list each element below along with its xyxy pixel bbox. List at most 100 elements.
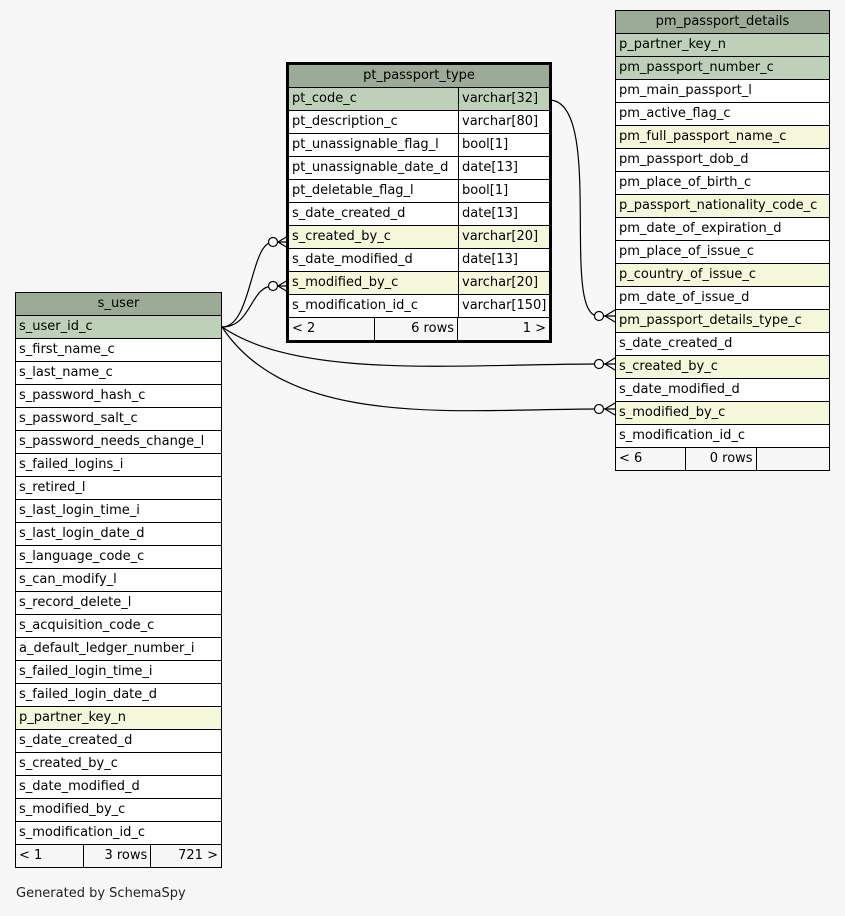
table-title: s_user — [16, 293, 221, 316]
column-row[interactable]: s_date_created_d — [16, 730, 221, 753]
column-row[interactable]: pm_passport_details_type_c — [616, 310, 829, 333]
column-row[interactable]: pm_date_of_issue_d — [616, 287, 829, 310]
column-row[interactable]: pt_unassignable_date_d date[13] — [289, 157, 549, 180]
column-row[interactable]: s_failed_login_date_d — [16, 684, 221, 707]
column-row[interactable]: pm_passport_dob_d — [616, 149, 829, 172]
column-row[interactable]: pm_date_of_expiration_d — [616, 218, 829, 241]
column-row[interactable]: pm_active_flag_c — [616, 103, 829, 126]
column-type: date[13] — [458, 249, 549, 271]
table-title: pt_passport_type — [289, 65, 549, 88]
relation-optional-marker — [267, 280, 279, 292]
column-name: pm_date_of_expiration_d — [619, 221, 782, 236]
column-row[interactable]: s_password_salt_c — [16, 408, 221, 431]
column-name: pt_description_c — [292, 114, 398, 129]
column-name: p_passport_nationality_code_c — [619, 198, 818, 213]
column-row[interactable]: s_acquisition_code_c — [16, 615, 221, 638]
column-row[interactable]: s_retired_l — [16, 477, 221, 500]
column-row[interactable]: pm_place_of_birth_c — [616, 172, 829, 195]
column-name: s_last_login_date_d — [19, 526, 145, 541]
column-row[interactable]: s_failed_logins_i — [16, 454, 221, 477]
column-row[interactable]: s_last_login_time_i — [16, 500, 221, 523]
column-row[interactable]: s_date_created_d — [616, 333, 829, 356]
column-row[interactable]: s_last_name_c — [16, 362, 221, 385]
parent-count: < 2 — [289, 318, 375, 340]
column-row[interactable]: s_password_hash_c — [16, 385, 221, 408]
column-name: a_default_ledger_number_i — [19, 641, 195, 656]
column-row[interactable]: s_password_needs_change_l — [16, 431, 221, 454]
column-row[interactable]: p_passport_nationality_code_c — [616, 195, 829, 218]
column-name: s_modified_by_c — [19, 802, 126, 817]
column-type: varchar[20] — [458, 226, 549, 248]
column-name: s_can_modify_l — [19, 572, 117, 587]
column-name: s_last_login_time_i — [19, 503, 140, 518]
column-row[interactable]: s_record_delete_l — [16, 592, 221, 615]
parent-count: < 1 — [16, 845, 84, 867]
generated-by-label: Generated by SchemaSpy — [16, 886, 186, 901]
column-row[interactable]: s_failed_login_time_i — [16, 661, 221, 684]
relation-optional-marker — [593, 358, 605, 370]
column-row[interactable]: s_date_modified_d date[13] — [289, 249, 549, 272]
column-name: s_modified_by_c — [619, 405, 726, 420]
row-count: 0 rows — [686, 448, 757, 470]
column-row[interactable]: s_date_modified_d — [616, 379, 829, 402]
child-count: 1 > — [522, 321, 546, 336]
column-name: pm_active_flag_c — [619, 106, 731, 121]
column-row[interactable]: a_default_ledger_number_i — [16, 638, 221, 661]
column-row[interactable]: s_modification_id_c varchar[150] — [289, 295, 549, 318]
column-name: s_date_modified_d — [19, 779, 140, 794]
column-row[interactable]: s_language_code_c — [16, 546, 221, 569]
column-name: s_date_modified_d — [292, 252, 413, 267]
column-row[interactable]: p_country_of_issue_c — [616, 264, 829, 287]
column-name: s_modification_id_c — [292, 298, 418, 313]
column-name: p_partner_key_n — [619, 37, 726, 52]
column-name: pt_unassignable_flag_l — [292, 137, 439, 152]
column-row[interactable]: s_modification_id_c — [616, 425, 829, 448]
column-row[interactable]: p_partner_key_n — [16, 707, 221, 730]
column-row[interactable]: p_partner_key_n — [616, 34, 829, 57]
column-row[interactable]: pm_passport_number_c — [616, 57, 829, 80]
column-row[interactable]: s_first_name_c — [16, 339, 221, 362]
column-name: s_record_delete_l — [19, 595, 132, 610]
column-row[interactable]: s_created_by_c — [616, 356, 829, 379]
column-name: pm_date_of_issue_d — [619, 290, 750, 305]
column-row[interactable]: s_modified_by_c — [616, 402, 829, 425]
column-name: pm_place_of_birth_c — [619, 175, 752, 190]
child-count — [757, 448, 829, 470]
column-row[interactable]: s_created_by_c — [16, 753, 221, 776]
column-row[interactable]: s_date_modified_d — [16, 776, 221, 799]
column-row[interactable]: s_modification_id_c — [16, 822, 221, 845]
column-name: pm_main_passport_l — [619, 83, 752, 98]
column-row[interactable]: pm_place_of_issue_c — [616, 241, 829, 264]
relation-user-pt-created-by — [221, 241, 288, 328]
column-row[interactable]: s_last_login_date_d — [16, 523, 221, 546]
column-type: bool[1] — [458, 134, 549, 156]
column-name: s_retired_l — [19, 480, 86, 495]
column-row[interactable]: s_modified_by_c — [16, 799, 221, 822]
column-type: date[13] — [458, 157, 549, 179]
column-name: p_partner_key_n — [19, 710, 126, 725]
column-row[interactable]: s_user_id_c — [16, 316, 221, 339]
column-type: varchar[150] — [458, 295, 549, 317]
column-row[interactable]: s_can_modify_l — [16, 569, 221, 592]
relation-user-pm-modified-by — [221, 326, 615, 412]
parent-count: < 6 — [616, 448, 687, 470]
column-row[interactable]: pm_full_passport_name_c — [616, 126, 829, 149]
column-row[interactable]: pm_main_passport_l — [616, 80, 829, 103]
relation-optional-marker — [593, 403, 605, 415]
column-row[interactable]: pt_unassignable_flag_l bool[1] — [289, 134, 549, 157]
column-type: varchar[20] — [458, 272, 549, 294]
column-name: p_country_of_issue_c — [619, 267, 757, 282]
relation-optional-marker — [267, 236, 279, 248]
column-name: pt_unassignable_date_d — [292, 160, 449, 175]
